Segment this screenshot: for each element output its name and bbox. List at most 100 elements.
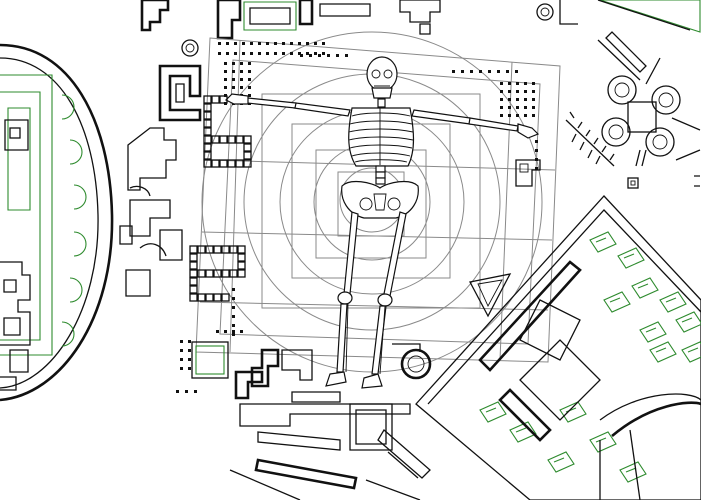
grid-cell <box>243 143 252 152</box>
column-pier <box>274 52 277 55</box>
grid-cell <box>203 103 212 112</box>
column-pier <box>516 90 519 93</box>
column-pier <box>232 315 235 318</box>
grid-cell <box>227 135 236 144</box>
column-pier <box>224 330 227 333</box>
column-pier <box>535 140 538 143</box>
column-pier <box>224 86 227 89</box>
grid-cell <box>213 269 222 278</box>
grid-cell <box>189 269 198 278</box>
grid-cell <box>221 269 230 278</box>
column-pier <box>508 82 511 85</box>
column-pier <box>250 42 253 45</box>
spine-neck <box>377 98 386 108</box>
column-pier <box>314 52 317 55</box>
column-pier <box>240 86 243 89</box>
column-pier <box>532 106 535 109</box>
grid-cell <box>189 253 198 262</box>
column-pier <box>516 98 519 101</box>
column-pier <box>535 167 538 170</box>
column-pier <box>248 62 251 65</box>
grid-cell <box>237 261 246 270</box>
column-pier <box>188 340 191 343</box>
column-pier <box>188 349 191 352</box>
column-pier <box>479 70 482 73</box>
building-meander <box>158 64 202 122</box>
green-garden-block <box>589 431 617 453</box>
grid-cell <box>189 285 198 294</box>
top-buildings <box>140 0 701 57</box>
ribcage <box>348 107 415 167</box>
right-arm <box>411 109 540 139</box>
column-pier <box>298 42 301 45</box>
lumbar-spine <box>375 165 386 185</box>
green-garden-block <box>619 461 647 483</box>
left-villa-semicircle-niches <box>61 94 87 347</box>
grid-cell <box>237 269 246 278</box>
grid-cell <box>213 293 222 302</box>
grid-cell <box>229 269 238 278</box>
grid-cell <box>197 269 206 278</box>
column-pier <box>176 390 179 393</box>
grid-cell <box>203 151 212 160</box>
grid-cell <box>237 253 246 262</box>
column-pier <box>218 42 221 45</box>
right-buildings <box>469 31 701 318</box>
column-pier <box>224 70 227 73</box>
column-pier <box>524 106 527 109</box>
left-center-buildings <box>119 64 252 393</box>
column-pier <box>309 54 312 57</box>
green-garden-block <box>509 421 537 443</box>
column-pier <box>248 78 251 81</box>
column-pier <box>516 82 519 85</box>
column-pier <box>314 42 317 45</box>
grid-cell <box>197 245 206 254</box>
grid-cell <box>237 245 246 254</box>
grid-cell <box>203 143 212 152</box>
column-pier <box>234 52 237 55</box>
green-garden-block <box>617 247 645 269</box>
grid-cell <box>221 293 230 302</box>
column-pier <box>500 114 503 117</box>
triangular-building <box>469 273 512 318</box>
grid-cell <box>205 269 214 278</box>
column-pier <box>232 306 235 309</box>
column-pier <box>524 90 527 93</box>
bottom-buildings <box>229 343 432 500</box>
comb-wall <box>565 111 615 167</box>
column-pier <box>226 52 229 55</box>
green-garden-block <box>631 277 659 299</box>
grid-cell <box>227 159 236 168</box>
green-garden-block <box>547 451 575 473</box>
green-garden-block <box>639 321 667 343</box>
column-pier <box>180 358 183 361</box>
column-pier <box>497 70 500 73</box>
column-pier <box>216 330 219 333</box>
grid-cell <box>235 159 244 168</box>
column-pier <box>248 70 251 73</box>
column-pier <box>250 52 253 55</box>
column-pier <box>232 78 235 81</box>
column-pier <box>524 114 527 117</box>
left-circular-villa-plan <box>0 43 114 402</box>
column-pier <box>232 70 235 73</box>
column-pier <box>290 52 293 55</box>
grid-cell <box>197 293 206 302</box>
building-grid-block <box>189 95 252 302</box>
column-pier <box>306 42 309 45</box>
right-leg <box>361 211 407 389</box>
column-pier <box>224 78 227 81</box>
grid-cell <box>189 245 198 254</box>
building-lower-left <box>176 340 197 393</box>
column-pier <box>266 42 269 45</box>
column-pier <box>188 358 191 361</box>
column-pier <box>232 62 235 65</box>
grid-cell <box>203 127 212 136</box>
grid-cell <box>205 293 214 302</box>
green-garden-block <box>675 311 701 333</box>
grid-cell <box>203 95 212 104</box>
bottom-right-green-complex <box>415 195 701 500</box>
grid-cell <box>211 95 220 104</box>
grid-cell <box>203 111 212 120</box>
column-pier <box>306 52 309 55</box>
